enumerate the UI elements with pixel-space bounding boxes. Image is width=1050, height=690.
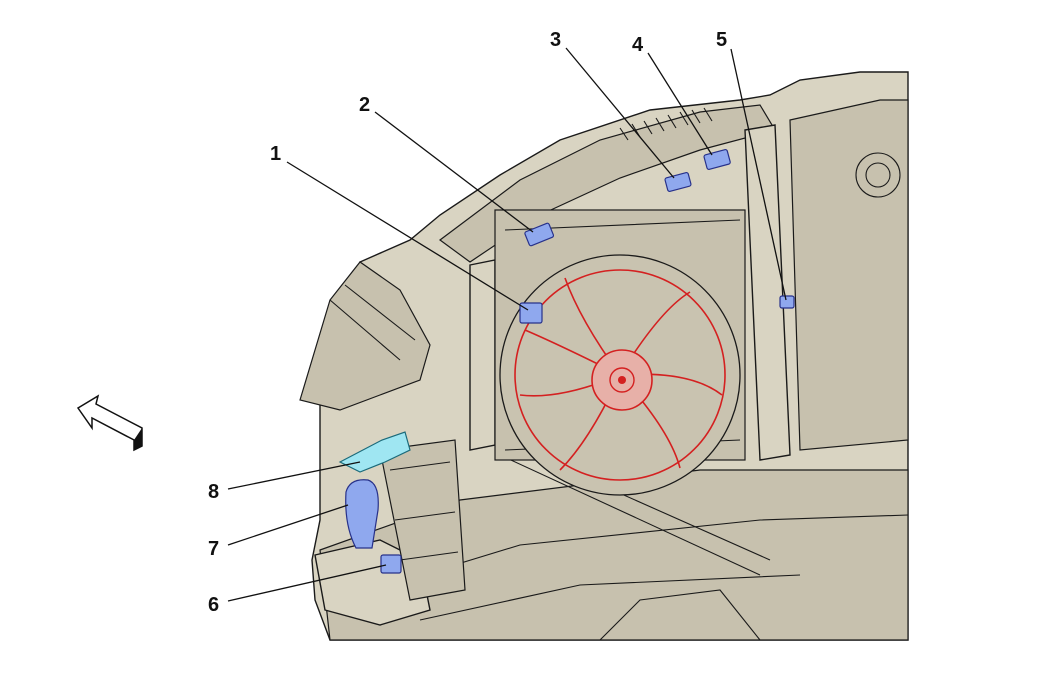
right-round-component (855, 152, 901, 198)
part-6-pump (380, 554, 402, 574)
callout-6: 6 (208, 594, 219, 616)
direction-arrow-icon (76, 394, 143, 452)
vent-slots (619, 107, 713, 141)
callout-3: 3 (550, 29, 561, 51)
callout-8: 8 (208, 481, 219, 503)
headlamp-housing (299, 261, 431, 411)
leader-4 (647, 52, 713, 156)
leader-8 (227, 461, 361, 490)
callout-4: 4 (632, 34, 644, 56)
right-inner-panel (789, 99, 909, 451)
leader-lines (227, 47, 787, 602)
part-1-connector (519, 302, 543, 324)
part-7-horn (345, 479, 379, 549)
leader-2 (374, 111, 534, 233)
lower-frame-rail (319, 469, 909, 641)
leader-7 (227, 504, 349, 546)
leader-6 (227, 564, 387, 602)
callout-5: 5 (716, 29, 727, 51)
part-2-connector (524, 222, 555, 247)
callout-labels: 1 2 3 4 5 6 7 8 (208, 29, 727, 616)
part-5-connector (779, 295, 795, 309)
callout-7: 7 (208, 538, 219, 560)
highlighted-components (338, 148, 795, 574)
fan-blade-ring (514, 269, 726, 481)
part-3-connector (664, 171, 692, 193)
callout-1: 1 (270, 143, 281, 165)
radiator-fan-assembly (494, 209, 746, 496)
washer-reservoir (379, 439, 466, 601)
part-4-connector (703, 148, 731, 170)
callout-2: 2 (359, 94, 370, 116)
left-pillar (469, 259, 496, 451)
leader-1 (286, 161, 529, 311)
right-pillar (744, 124, 791, 461)
leader-5 (730, 48, 787, 301)
leader-3 (565, 47, 675, 179)
